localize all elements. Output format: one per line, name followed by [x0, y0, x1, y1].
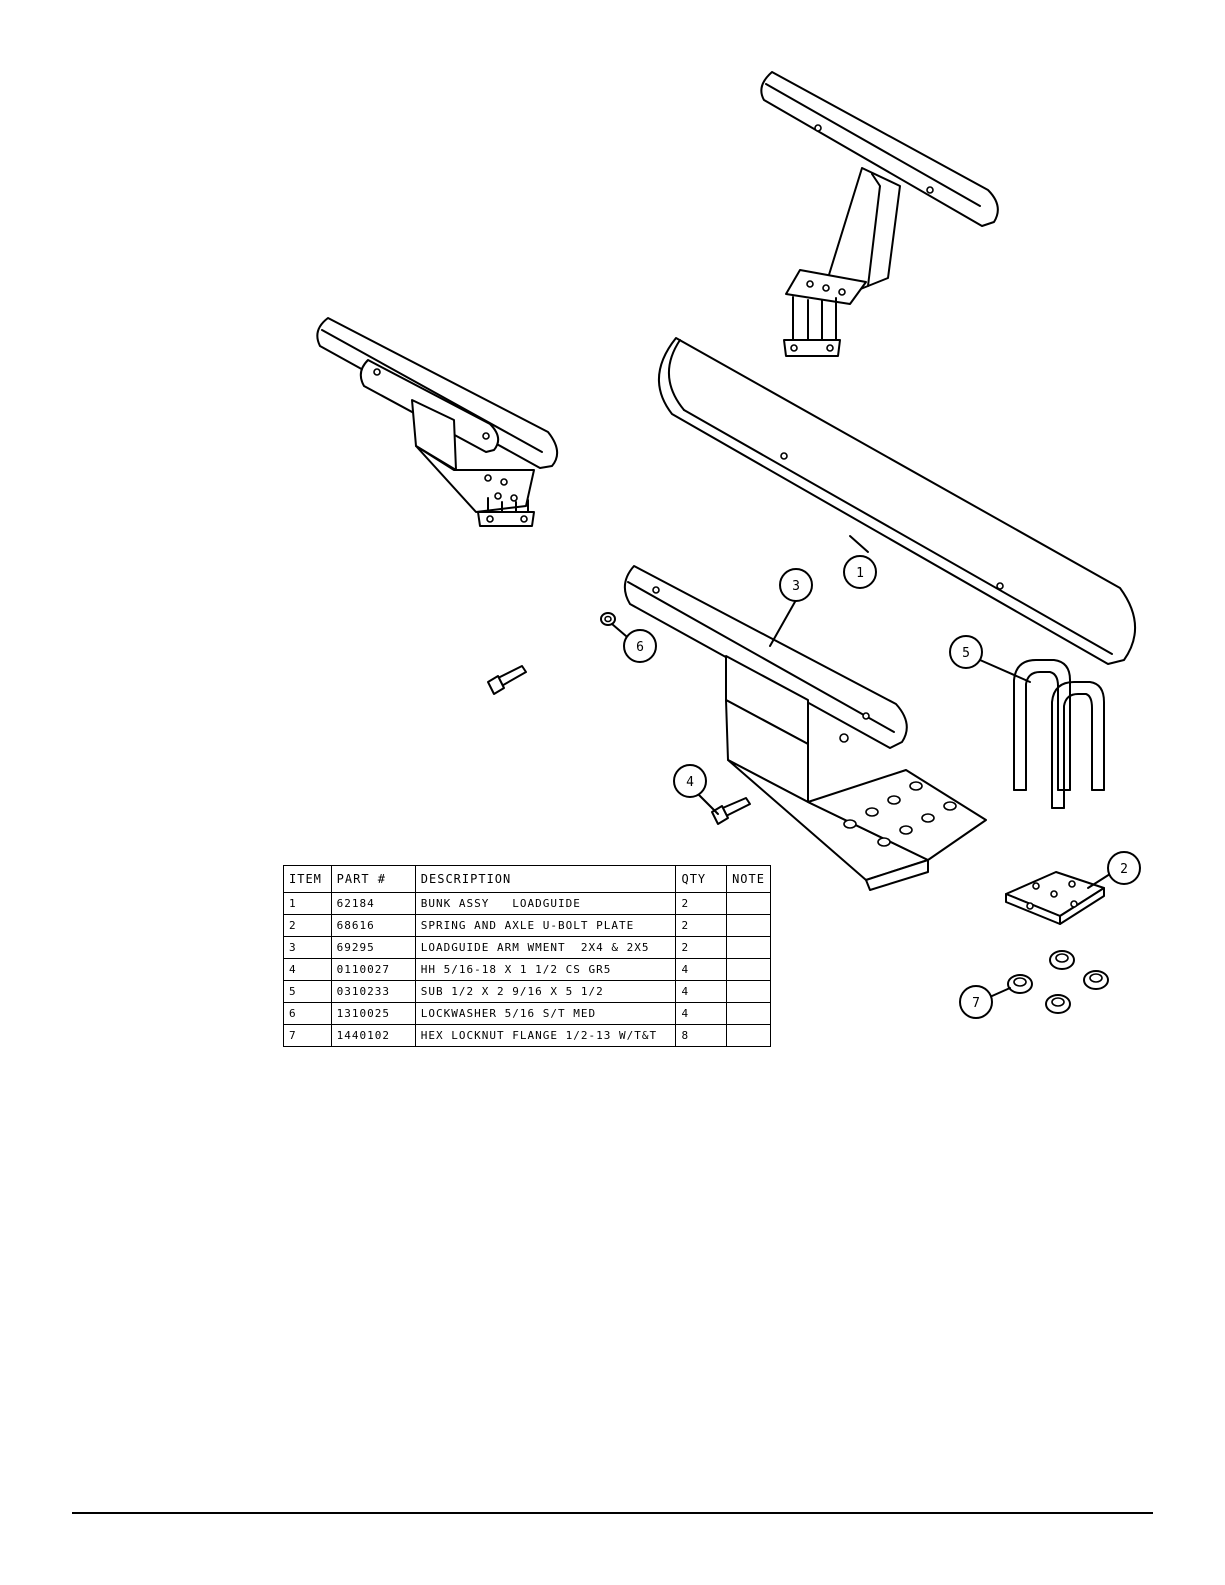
- note-cell: [726, 914, 771, 937]
- note-cell: [726, 936, 771, 959]
- svg-text:6: 6: [636, 640, 644, 655]
- bunk-assy-part: [658, 337, 1136, 665]
- qty-cell: 8: [675, 1024, 728, 1047]
- svg-text:4: 4: [686, 775, 694, 790]
- description-cell: SPRING AND AXLE U-BOLT PLATE: [414, 914, 677, 937]
- qty-cell: 4: [675, 980, 728, 1003]
- flange-locknut-part: [1007, 950, 1109, 1014]
- table-row: 4 0110027 HH 5/16-18 X 1 1/2 CS GR5 4: [283, 958, 771, 981]
- svg-text:2: 2: [1120, 862, 1128, 877]
- qty-cell: 2: [675, 892, 728, 915]
- item-cell: 1: [283, 892, 332, 915]
- header-description: DESCRIPTION: [414, 865, 677, 893]
- note-cell: [726, 1002, 771, 1025]
- part-cell: 69295: [330, 936, 416, 959]
- assembled-load-guide-upper: [760, 71, 999, 357]
- qty-cell: 2: [675, 936, 728, 959]
- callout-2: 2: [1087, 851, 1141, 889]
- callout-1: 1: [843, 535, 877, 589]
- callout-3: 3: [769, 568, 813, 647]
- callout-5: 5: [949, 635, 1031, 683]
- item-cell: 6: [283, 1002, 332, 1025]
- description-cell: HEX LOCKNUT FLANGE 1/2-13 W/T&T: [414, 1024, 677, 1047]
- item-cell: 2: [283, 914, 332, 937]
- loadguide-arm-part: [623, 565, 987, 891]
- table-row: 5 0310233 SUB 1/2 X 2 9/16 X 5 1/2 4: [283, 980, 771, 1003]
- description-cell: HH 5/16-18 X 1 1/2 CS GR5: [414, 958, 677, 981]
- table-row: 1 62184 BUNK ASSY LOADGUIDE 2: [283, 892, 771, 915]
- note-cell: [726, 958, 771, 981]
- bill-of-materials-table: ITEM PART # DESCRIPTION QTY NOTE 1 62184…: [283, 865, 771, 1047]
- description-cell: LOCKWASHER 5/16 S/T MED: [414, 1002, 677, 1025]
- item-cell: 3: [283, 936, 332, 959]
- note-cell: [726, 980, 771, 1003]
- part-cell: 1310025: [330, 1002, 416, 1025]
- header-item: ITEM: [283, 865, 332, 893]
- qty-cell: 2: [675, 914, 728, 937]
- part-cell: 62184: [330, 892, 416, 915]
- callout-7: 7: [959, 985, 1011, 1019]
- qty-cell: 4: [675, 958, 728, 981]
- header-part-number: PART #: [330, 865, 416, 893]
- note-cell: [726, 892, 771, 915]
- table-header-row: ITEM PART # DESCRIPTION QTY NOTE: [283, 865, 771, 893]
- assembled-load-guide-left: [316, 317, 559, 527]
- svg-text:5: 5: [962, 646, 970, 661]
- description-cell: SUB 1/2 X 2 9/16 X 5 1/2: [414, 980, 677, 1003]
- footer-rule: [72, 1512, 1153, 1514]
- svg-text:3: 3: [792, 579, 800, 594]
- hex-head-screw-part: [487, 665, 751, 825]
- lockwasher-part: [600, 612, 616, 626]
- svg-text:7: 7: [972, 996, 980, 1011]
- header-qty: QTY: [675, 865, 728, 893]
- u-bolt-plate-part: [1005, 871, 1105, 925]
- part-cell: 1440102: [330, 1024, 416, 1047]
- u-bolt-part: [1013, 659, 1105, 809]
- qty-cell: 4: [675, 1002, 728, 1025]
- callout-6: 6: [611, 623, 657, 663]
- description-cell: LOADGUIDE ARM WMENT 2X4 & 2X5: [414, 936, 677, 959]
- note-cell: [726, 1024, 771, 1047]
- table-row: 2 68616 SPRING AND AXLE U-BOLT PLATE 2: [283, 914, 771, 937]
- table-row: 7 1440102 HEX LOCKNUT FLANGE 1/2-13 W/T&…: [283, 1024, 771, 1047]
- callout-4: 4: [673, 764, 719, 815]
- item-cell: 4: [283, 958, 332, 981]
- description-cell: BUNK ASSY LOADGUIDE: [414, 892, 677, 915]
- part-cell: 68616: [330, 914, 416, 937]
- table-row: 6 1310025 LOCKWASHER 5/16 S/T MED 4: [283, 1002, 771, 1025]
- table-row: 3 69295 LOADGUIDE ARM WMENT 2X4 & 2X5 2: [283, 936, 771, 959]
- part-cell: 0310233: [330, 980, 416, 1003]
- item-cell: 7: [283, 1024, 332, 1047]
- header-note: NOTE: [726, 865, 771, 893]
- svg-text:1: 1: [856, 566, 864, 581]
- item-cell: 5: [283, 980, 332, 1003]
- part-cell: 0110027: [330, 958, 416, 981]
